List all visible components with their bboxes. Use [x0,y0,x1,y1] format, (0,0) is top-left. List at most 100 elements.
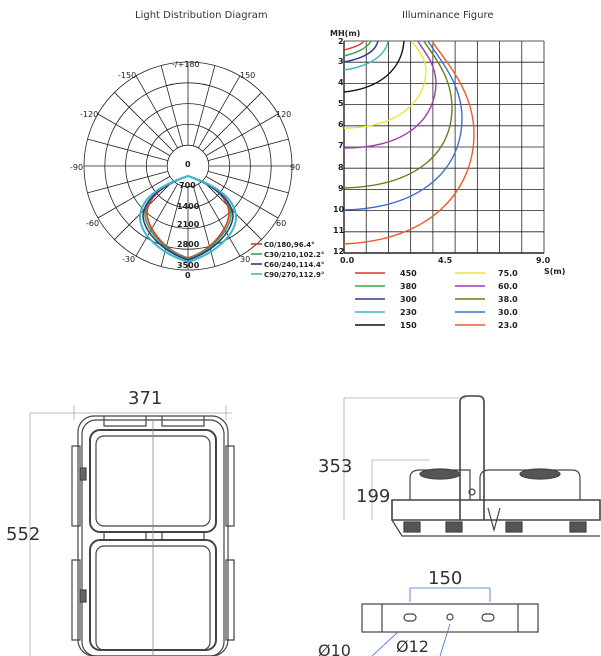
polar-spoke [87,170,169,194]
iso-legend-380: 380 [400,282,417,291]
iso-title: Illuminance Figure [402,10,494,21]
radial-label-700: 700 [179,181,196,190]
angle-label-m120: -120 [80,110,98,119]
y-tick-4: 4 [338,78,344,87]
y-tick-3: 3 [338,57,344,66]
iso-legend-30: 30.0 [498,308,518,317]
iso-legend-150: 150 [400,321,417,330]
dim-front-height: 552 [6,524,40,545]
angle-label-m90: -90 [70,163,83,172]
polar-curves [138,174,238,264]
contour-23 [343,40,475,245]
radial-label-0b: 0 [185,271,191,280]
y-tick-10: 10 [333,205,345,214]
bracket-slot-left [403,613,417,622]
radial-label-2100: 2100 [177,220,200,229]
polar-spoke [198,183,241,257]
radial-label-0: 0 [185,160,191,169]
dim-side-height: 353 [318,456,352,477]
y-tick-7: 7 [338,141,344,150]
contour-75 [343,40,427,129]
polar-title: Light Distribution Diagram [135,10,268,21]
angle-label-30: 30 [240,255,250,264]
y-tick-5: 5 [338,99,344,108]
polar-spoke [205,176,279,219]
dim-front-width: 371 [128,388,162,409]
contour-380 [343,40,372,57]
side-bracket-arm [459,395,485,520]
y-tick-12: 12 [333,247,344,256]
contour-230 [343,40,389,71]
angle-label-60: 60 [276,219,286,228]
bracket-detail [361,587,539,656]
iso-legend-230: 230 [400,308,417,317]
radial-label-2800: 2800 [177,240,200,249]
front-view [29,405,235,656]
y-tick-9: 9 [338,184,344,193]
angle-label-120: 120 [276,110,291,119]
bracket-center-hole [446,613,454,621]
side-body [391,499,601,521]
y-tick-8: 8 [338,163,344,172]
iso-legend-38: 38.0 [498,295,518,304]
polar-spoke [135,75,178,149]
polar-spoke [114,92,174,152]
y-tick-11: 11 [333,226,345,235]
x-tick-9: 9.0 [536,256,551,265]
angle-label-180: -/+180 [172,60,200,69]
iso-y-ticks: 2 3 4 5 6 7 8 9 10 11 12 [333,37,345,256]
polar-diagram: -/+180 150 -150 120 -120 90 -90 60 -60 3… [70,60,324,280]
contour-150 [343,40,405,93]
iso-grid [343,40,545,254]
x-tick-0: 0.0 [340,256,355,265]
polar-spoke [205,113,279,156]
polar-spoke [207,138,289,162]
angle-label-m30: -30 [122,255,135,264]
x-tick-4-5: 4.5 [438,256,453,265]
iso-legend-60: 60.0 [498,282,518,291]
contour-450 [343,40,365,51]
curve-c60 [142,175,234,261]
polar-spoke [97,113,171,156]
polar-spoke [135,183,178,257]
polar-spoke [160,185,184,267]
radial-label-3500: 3500 [177,261,200,270]
curve-c0 [146,175,230,259]
legend-c60: C60/240,114.4° [264,261,324,269]
angle-label-m60: -60 [86,219,99,228]
iso-legend: 450 380 300 230 150 75.0 60.0 38.0 30.0 … [355,269,518,330]
contour-300 [343,40,379,63]
polar-spoke [207,170,289,194]
iso-legend-450: 450 [400,269,417,278]
side-pivot [468,488,476,496]
dim-hole-large: Ø12 [396,637,429,656]
legend-c0: C0/180,96.4° [264,241,315,249]
contour-38 [343,40,453,189]
contour-30 [343,40,463,211]
iso-y-axis-title: MH(m) [330,29,360,38]
side-view [343,395,601,537]
angle-label-150: 150 [240,71,255,80]
iso-legend-300: 300 [400,295,417,304]
polar-spoke [87,138,169,162]
iso-legend-23: 23.0 [498,321,518,330]
iso-x-axis-title: S(m) [544,267,565,276]
polar-spoke [160,65,184,147]
front-housing [77,415,229,656]
y-tick-6: 6 [338,120,344,129]
dim-side-mount-height: 199 [356,486,390,507]
contour-60 [343,40,437,149]
polar-spoke [202,92,262,152]
curve-c90 [138,174,238,264]
y-tick-2: 2 [338,37,344,46]
legend-c30: C30/210,102.2° [264,251,324,259]
polar-spoke [198,75,241,149]
polar-labels: -/+180 150 -150 120 -120 90 -90 60 -60 3… [70,60,300,280]
iso-figure: MH(m) 2 3 4 5 6 7 8 9 10 11 12 0.0 4.5 9… [330,29,565,330]
angle-label-90: 90 [290,163,300,172]
iso-legend-75: 75.0 [498,269,518,278]
bracket-plate [361,603,539,633]
legend-c90: C90/270,112.9° [264,271,324,279]
polar-spoke [192,65,216,147]
